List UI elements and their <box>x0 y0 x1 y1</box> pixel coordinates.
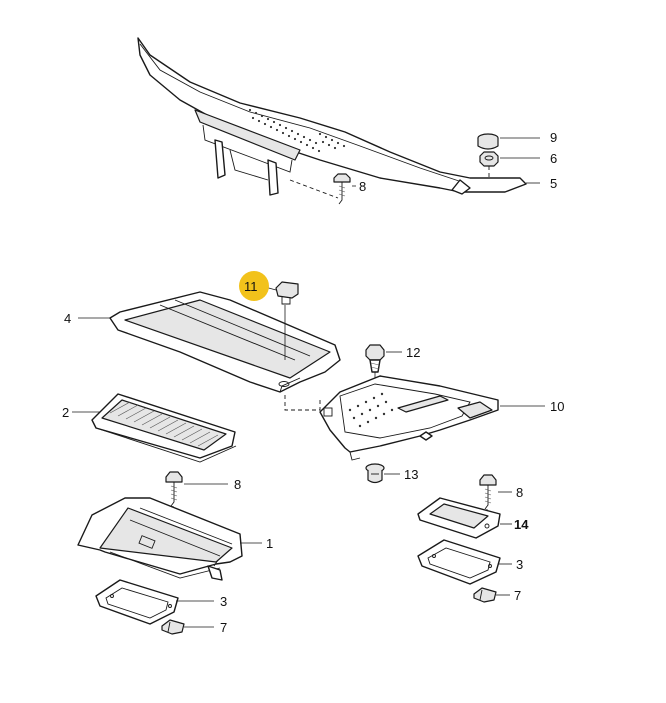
callout-10: 10 <box>550 399 564 414</box>
part-7-clip-right <box>473 587 497 603</box>
callout-3-right: 3 <box>516 557 523 572</box>
callout-4: 4 <box>64 311 71 326</box>
callout-5: 5 <box>550 176 557 191</box>
callout-2: 2 <box>62 405 69 420</box>
callout-1: 1 <box>266 536 273 551</box>
part-12-bolt <box>365 344 385 373</box>
part-3-gasket-left <box>95 579 179 625</box>
callout-11: 11 <box>244 279 258 294</box>
callout-3-left: 3 <box>220 594 227 609</box>
part-8-screw-left <box>165 471 183 507</box>
part-8-screw-right <box>479 474 497 510</box>
callout-13: 13 <box>404 467 418 482</box>
part-2-filter <box>91 393 237 463</box>
callout-7-right: 7 <box>514 588 521 603</box>
part-6-nut <box>479 151 499 167</box>
part-14-bracket <box>417 497 501 539</box>
part-1-housing <box>77 497 243 581</box>
callout-labels: 9 6 5 8 11 4 12 10 2 13 8 1 3 7 8 14 3 7 <box>62 130 564 635</box>
part-13-grommet <box>365 463 385 484</box>
callout-8-left: 8 <box>234 477 241 492</box>
callout-7-left: 7 <box>220 620 227 635</box>
part-10-tray-perforation <box>348 392 394 428</box>
callout-9: 9 <box>550 130 557 145</box>
part-8-screw-top <box>333 173 351 205</box>
part-2-filter-pleats <box>109 401 219 447</box>
part-3-gasket-right <box>417 539 501 585</box>
callout-8-right: 8 <box>516 485 523 500</box>
part-4-cover-panel <box>109 291 341 393</box>
part-5-vent-perforation <box>248 108 346 153</box>
callout-8-top: 8 <box>359 179 366 194</box>
part-10-tray <box>319 375 499 461</box>
callout-11-highlight <box>239 271 269 301</box>
part-7-clip-left <box>161 619 185 635</box>
callout-6: 6 <box>550 151 557 166</box>
callout-12: 12 <box>406 345 420 360</box>
part-11-clip <box>275 281 299 305</box>
callout-14: 14 <box>514 517 529 532</box>
part-5-cowl-panel <box>137 37 527 196</box>
part-9-rubber-cap <box>477 133 499 150</box>
leader-lines <box>72 137 545 628</box>
